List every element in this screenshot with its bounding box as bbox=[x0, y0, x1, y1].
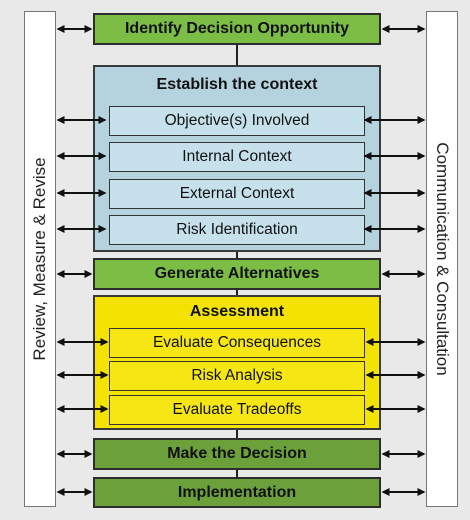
evaluate-consequences-box: Evaluate Consequences bbox=[109, 328, 365, 358]
internal-context-box: Internal Context bbox=[109, 142, 365, 172]
risk-analysis-box: Risk Analysis bbox=[109, 361, 365, 391]
risk-identification-box: Risk Identification bbox=[109, 215, 365, 245]
identify-decision-opportunity-box: Identify Decision Opportunity bbox=[93, 13, 381, 45]
review-measure-revise-bar: Review, Measure & Revise bbox=[24, 11, 56, 507]
make-the-decision-box: Make the Decision bbox=[93, 438, 381, 470]
implementation-box: Implementation bbox=[93, 477, 381, 508]
review-measure-revise-label: Review, Measure & Revise bbox=[30, 157, 49, 361]
evaluate-tradeoffs-box: Evaluate Tradeoffs bbox=[109, 395, 365, 425]
establish-context-panel: Establish the context Objective(s) Invol… bbox=[93, 65, 381, 252]
assessment-panel: Assessment Evaluate Consequences Risk An… bbox=[93, 295, 381, 430]
communication-consultation-label: Communication & Consultation bbox=[433, 142, 452, 376]
establish-context-title: Establish the context bbox=[156, 76, 318, 93]
objectives-involved-box: Objective(s) Involved bbox=[109, 106, 365, 136]
assessment-title: Assessment bbox=[189, 303, 285, 320]
generate-alternatives-box: Generate Alternatives bbox=[93, 258, 381, 290]
communication-consultation-bar: Communication & Consultation bbox=[426, 11, 458, 507]
external-context-box: External Context bbox=[109, 179, 365, 209]
